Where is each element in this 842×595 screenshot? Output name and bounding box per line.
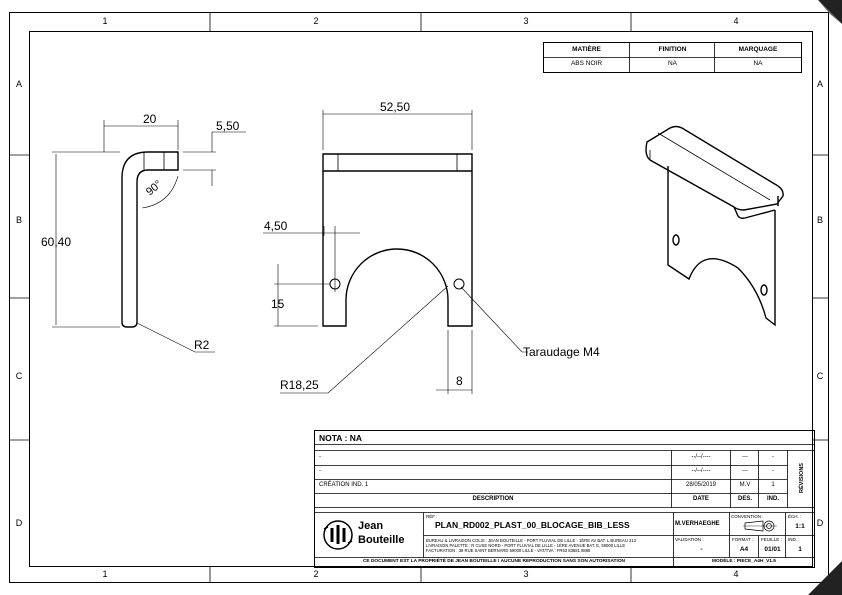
col-label: 2 — [313, 16, 319, 26]
material-value: ABS NOIR — [570, 60, 603, 67]
logo-line-1: Jean — [358, 520, 384, 532]
revisions-label: RÉVISIONS — [799, 463, 805, 493]
col-label: 1 — [102, 16, 108, 26]
revision-description: - — [319, 468, 321, 474]
note-label: NOTA : NA — [319, 433, 362, 443]
address-line-2: LIVRAISON PALETTE : R CUSE NORD - PORT F… — [426, 543, 626, 548]
col-label: 4 — [733, 16, 739, 26]
convention-label: CONVENTION : — [731, 514, 764, 519]
ind-label: IND. : — [788, 537, 800, 542]
material-table-grid — [544, 43, 801, 72]
row-label: A — [816, 79, 823, 89]
ref-label: RÉF : — [426, 514, 438, 519]
front-dimensions — [263, 110, 528, 394]
dim-side-width: 20 — [143, 112, 157, 126]
dim-foot-width: 8 — [456, 374, 463, 388]
dim-hole-offset: 4,50 — [264, 219, 288, 233]
dim-side-radius: R2 — [194, 338, 210, 352]
material-table: MATIÈRE FINITION MARQUAGE ABS NOIR NA NA — [543, 42, 802, 73]
dim-side-height: 60,40 — [41, 235, 72, 249]
col-label: 3 — [523, 569, 529, 579]
property-note: CE DOCUMENT EST LA PROPRIÉTÉ DE JEAN BOU… — [362, 559, 626, 564]
marking-value: NA — [753, 60, 763, 67]
description-header: DESCRIPTION — [472, 496, 514, 502]
revision-des: --- — [742, 468, 748, 474]
row-label: D — [816, 518, 824, 528]
row-label: C — [816, 371, 824, 381]
sheet-label: FEUILLE : — [761, 537, 782, 542]
row-label: C — [15, 371, 23, 381]
row-label: D — [15, 518, 23, 528]
side-dimensions — [52, 120, 246, 353]
revision-description: - — [319, 454, 321, 460]
row-label: B — [816, 215, 823, 225]
finish-value: NA — [667, 60, 678, 67]
front-view — [322, 153, 473, 327]
finish-header: FINITION — [658, 46, 687, 53]
scale-label: ÉCH. : — [788, 514, 802, 519]
des-header: DES. — [737, 496, 752, 502]
revision-date: 28/05/2019 — [685, 482, 717, 488]
scale-value: 1:1 — [795, 523, 805, 530]
projection-symbol-icon — [743, 520, 777, 532]
ref-value: PLAN_RD002_PLAST_00_BLOCAGE_BIB_LESS — [435, 520, 630, 530]
dim-hole-height: 15 — [271, 297, 285, 311]
row-label: B — [15, 215, 22, 225]
revision-des: M.V — [739, 482, 751, 488]
title-block: NOTA : NA - --/--/---- --- - - --/--/---… — [314, 430, 815, 568]
date-header: DATE — [693, 496, 709, 502]
revision-des: --- — [742, 454, 748, 460]
isometric-view — [645, 125, 784, 327]
row-label: A — [15, 79, 22, 89]
author-value: M.VERHAEGHE — [675, 521, 720, 527]
sheet-value: 01/01 — [764, 546, 781, 553]
logo-line-2: Bouteille — [358, 534, 405, 546]
revision-date: --/--/---- — [691, 468, 711, 474]
thread-note: Taraudage M4 — [523, 345, 600, 359]
col-label: 3 — [523, 16, 529, 26]
ind-value: 1 — [798, 546, 802, 553]
validation-value: - — [700, 546, 703, 553]
bottle-logo-icon — [323, 520, 353, 550]
marking-header: MARQUAGE — [738, 46, 778, 53]
revision-description: CRÉATION IND. 1 — [319, 482, 369, 488]
revision-date: --/--/---- — [691, 454, 711, 460]
dim-front-width: 52,50 — [380, 100, 411, 114]
dim-side-thickness: 5,50 — [216, 119, 240, 133]
title-block-grid — [315, 444, 814, 567]
address-line-3: FACTURATION : 38 RUE SAINT BERNARD 59000… — [426, 548, 591, 553]
material-header: MATIÈRE — [572, 46, 601, 53]
ind-header: IND. — [767, 496, 779, 502]
model-note: MODÈLE : PIECE_A4H_V1.5 — [712, 559, 776, 564]
revision-ind: 1 — [771, 482, 775, 488]
dim-arc-radius: R18,25 — [280, 378, 319, 392]
col-label: 4 — [733, 569, 739, 579]
revision-ind: - — [772, 454, 774, 460]
revision-ind: - — [772, 468, 774, 474]
address-line-1: BUREAU & LIVRAISON COLIS : JEAN BOUTEILL… — [426, 538, 636, 543]
col-label: 1 — [102, 569, 108, 579]
format-label: FORMAT : — [732, 537, 754, 542]
format-value: A4 — [739, 546, 749, 553]
col-label: 2 — [313, 569, 319, 579]
validation-label: VALIDATION : — [675, 537, 704, 542]
side-view — [121, 151, 179, 328]
